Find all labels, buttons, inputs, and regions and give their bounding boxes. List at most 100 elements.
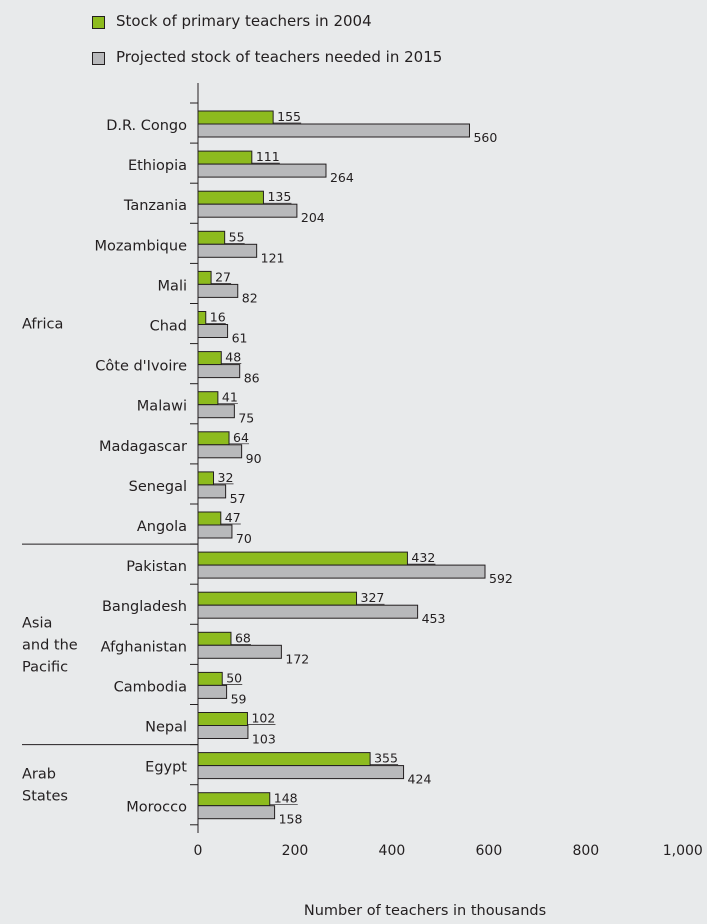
category-label: Pakistan [126,559,187,575]
category-label: Afghanistan [101,639,187,655]
data-label-2004: 135 [267,189,291,204]
category-label: Egypt [145,760,187,776]
bar-2004 [197,511,222,526]
bar-2004 [197,150,253,165]
data-label-2004: 102 [251,711,275,726]
category-label: Cambodia [114,679,187,695]
bar-2015 [197,805,276,820]
bar-2004 [197,752,371,767]
bar-2004 [197,712,248,726]
data-label-2004: 16 [210,310,226,325]
category-label: Mozambique [94,238,187,254]
data-label-2015: 560 [473,130,497,145]
data-label-2015: 204 [301,210,325,225]
bar-2004 [197,591,358,606]
x-tick-label: 0 [194,843,203,859]
bar-2015 [197,324,229,338]
data-label-2015: 86 [244,371,260,386]
x-tick-label: 200 [282,843,309,859]
x-tick-label: 800 [572,843,599,859]
data-label-2015: 424 [408,772,432,787]
bar-2015 [197,484,227,499]
x-axis-label: Number of teachers in thousands [304,903,546,919]
category-label: Morocco [126,800,187,816]
bar-2015 [197,123,470,138]
data-label-2004: 327 [361,590,385,605]
data-label-2015: 75 [238,411,254,426]
data-label-2004: 32 [218,470,234,485]
bar-2004 [197,110,274,125]
group-label: States [22,789,68,805]
data-label-2015: 82 [242,290,258,305]
category-label: Côte d'Ivoire [95,359,187,375]
category-label: Malawi [137,399,187,415]
bar-2015 [197,725,249,739]
bar-2004 [197,351,222,366]
data-label-2004: 47 [225,510,241,525]
data-label-2015: 121 [261,250,285,265]
bar-2004 [197,671,223,686]
x-tick-label: 600 [476,843,503,859]
bar-2004 [197,190,264,205]
data-label-2015: 158 [279,812,303,827]
bar-2004 [197,270,212,285]
bar-2004 [197,311,207,325]
data-label-2004: 68 [235,630,251,645]
category-label: Bangladesh [102,599,187,615]
data-label-2015: 59 [231,691,247,706]
data-label-2015: 57 [230,491,246,506]
category-label: Angola [137,519,187,535]
bar-2015 [197,444,243,459]
bar-2004 [197,792,271,807]
legend-swatch-2015 [92,52,105,65]
category-label: Madagascar [99,439,187,455]
category-label: Ethiopia [128,158,187,174]
data-label-2004: 111 [256,149,280,164]
bar-2004 [197,631,232,646]
group-label: Asia [22,615,52,631]
bar-2015 [197,564,486,579]
data-label-2004: 27 [215,269,231,284]
data-label-2015: 61 [232,331,248,346]
bar-2015 [197,644,282,659]
data-label-2015: 103 [252,732,276,747]
bar-2015 [197,364,241,379]
legend-label-2004: Stock of primary teachers in 2004 [116,12,372,30]
category-label: D.R. Congo [106,118,187,134]
group-label: Pacific [22,659,68,675]
data-label-2004: 355 [374,751,398,766]
data-label-2015: 172 [285,651,309,666]
data-label-2004: 148 [274,791,298,806]
group-label: Africa [22,317,63,333]
data-label-2015: 90 [246,451,262,466]
bar-2015 [197,684,228,699]
bar-2015 [197,163,327,178]
bar-2015 [197,404,235,419]
data-label-2004: 41 [222,390,238,405]
bar-2015 [197,524,233,539]
x-tick-label: 1,000 [663,843,703,859]
legend-swatch-2004 [92,16,105,29]
category-label: Senegal [129,479,187,495]
group-label: and the [22,637,78,653]
category-label: Nepal [145,720,187,736]
data-label-2004: 155 [277,109,301,124]
data-label-2004: 432 [411,550,435,565]
data-label-2015: 592 [489,571,513,586]
bar-2015 [197,765,405,780]
x-tick-label: 400 [379,843,406,859]
data-label-2004: 55 [229,229,245,244]
bar-2015 [197,604,419,619]
data-label-2004: 48 [225,350,241,365]
bar-2015 [197,203,298,218]
data-label-2015: 264 [330,170,354,185]
legend-label-2015: Projected stock of teachers needed in 20… [116,48,443,66]
bar-2004 [197,471,215,486]
data-label-2015: 70 [236,531,252,546]
bar-2004 [197,431,230,446]
data-label-2015: 453 [422,611,446,626]
category-label: Chad [150,319,187,335]
bar-2004 [197,230,226,245]
data-label-2004: 64 [233,430,249,445]
